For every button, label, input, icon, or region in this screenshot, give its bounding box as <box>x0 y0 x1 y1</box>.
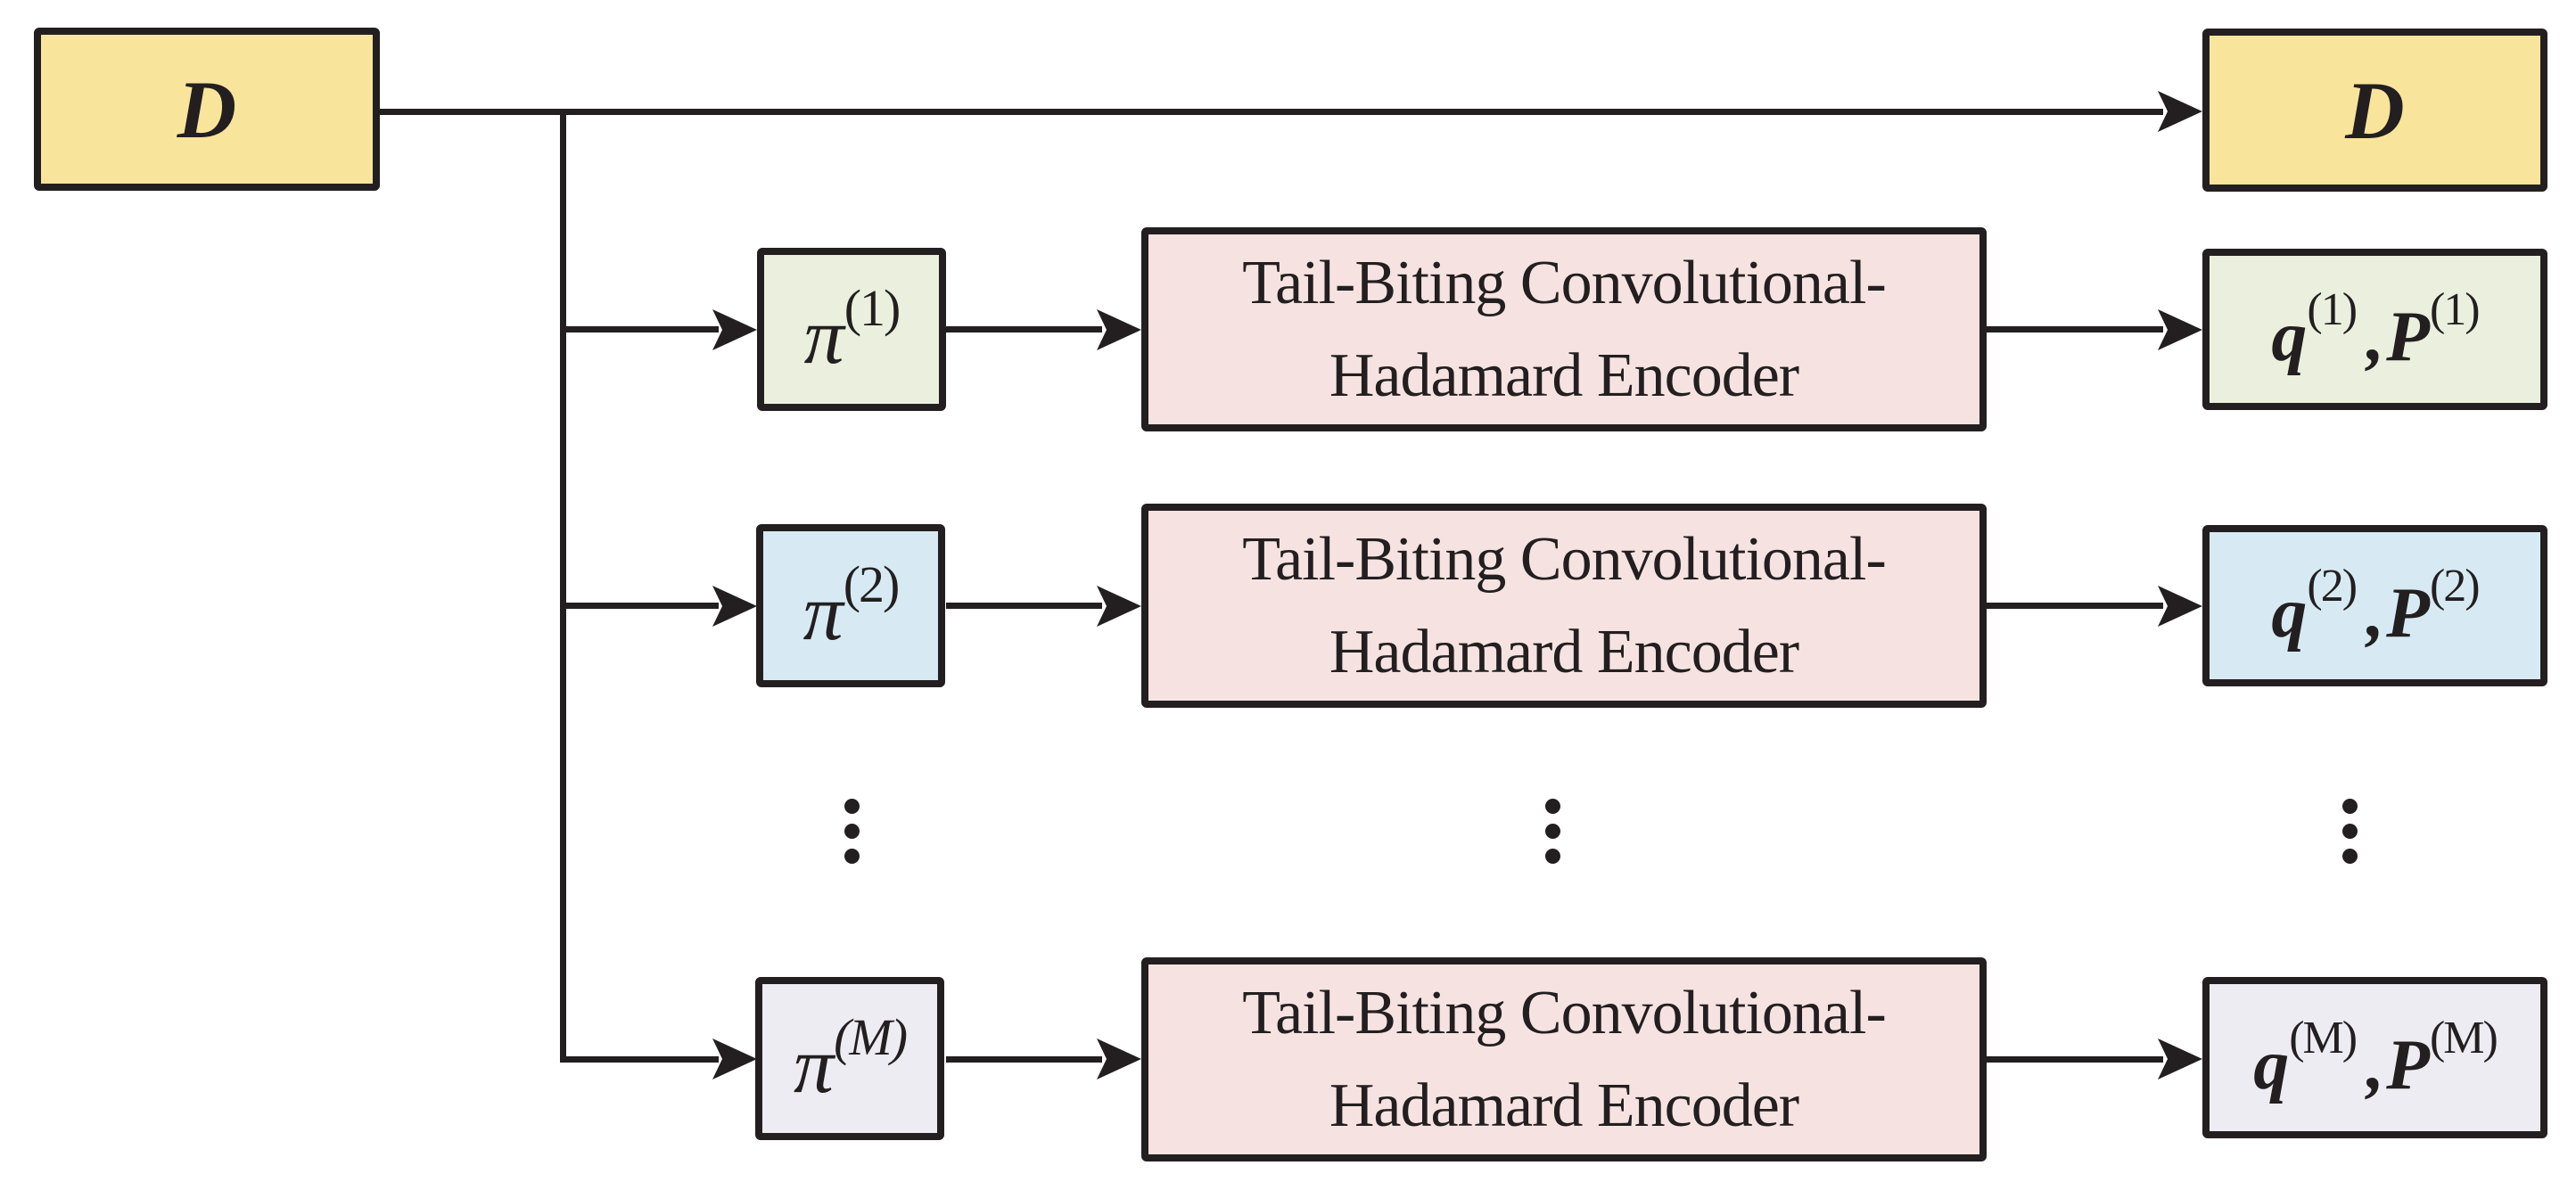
main-line <box>380 109 2163 115</box>
dot <box>2342 849 2358 864</box>
encoder-to-output-line-2 <box>1987 603 2163 609</box>
branch-arrowhead-1-icon <box>712 309 757 350</box>
output-symbols-label-M: q(M),P(M) <box>2253 1012 2498 1104</box>
dot <box>2342 824 2358 839</box>
dot <box>844 824 860 839</box>
ellipsis-output-column <box>2342 799 2358 864</box>
interleaver-to-encoder-line-M <box>946 1056 1102 1063</box>
output-data-label: D <box>2345 64 2405 156</box>
encoder-to-output-line-M <box>1987 1056 2163 1063</box>
encoder-to-output-line-1 <box>1987 326 2163 332</box>
encoder-to-output-arrowhead-M-icon <box>2158 1038 2202 1079</box>
interleaver-to-encoder-line-2 <box>946 603 1102 609</box>
input-data-block: D <box>34 28 380 191</box>
output-symbols-block-1: q(1),P(1) <box>2202 249 2547 410</box>
output-symbols-block-M: q(M),P(M) <box>2202 977 2547 1138</box>
encoder-to-output-arrowhead-2-icon <box>2158 586 2202 627</box>
output-data-block: D <box>2202 29 2547 192</box>
encoder-block-1: Tail-Biting Convolutional- Hadamard Enco… <box>1141 227 1987 431</box>
interleaver-label-2: π(2) <box>802 554 901 657</box>
encoder-block-2: Tail-Biting Convolutional- Hadamard Enco… <box>1141 504 1987 708</box>
dot <box>1545 799 1560 814</box>
interleaver-to-encoder-arrowhead-M-icon <box>1097 1038 1141 1079</box>
branch-trunk-line <box>560 109 566 1063</box>
encoder-label-M: Tail-Biting Convolutional- Hadamard Enco… <box>1242 978 1887 1140</box>
dot <box>844 849 860 864</box>
encoder-to-output-arrowhead-1-icon <box>2158 309 2202 350</box>
interleaver-label-M: π(M) <box>793 1007 908 1110</box>
ellipsis-encoder-column <box>1545 799 1560 864</box>
interleaver-to-encoder-line-1 <box>946 326 1102 332</box>
interleaver-to-encoder-arrowhead-1-icon <box>1097 309 1141 350</box>
branch-arrowhead-M-icon <box>712 1038 757 1079</box>
encoder-label-2: Tail-Biting Convolutional- Hadamard Enco… <box>1242 524 1887 686</box>
dot <box>1545 824 1560 839</box>
output-symbols-block-2: q(2),P(2) <box>2202 525 2547 686</box>
input-data-label: D <box>177 63 237 155</box>
main-arrowhead-icon <box>2158 91 2202 132</box>
interleaver-block-1: π(1) <box>757 248 946 411</box>
output-symbols-label-1: q(1),P(1) <box>2271 283 2480 376</box>
output-symbols-label-2: q(2),P(2) <box>2271 560 2480 653</box>
interleaver-label-1: π(1) <box>803 278 901 381</box>
dot <box>2342 799 2358 814</box>
dot <box>1545 849 1560 864</box>
interleaver-block-2: π(2) <box>756 524 945 687</box>
branch-arrowhead-2-icon <box>712 586 757 627</box>
encoder-label-1: Tail-Biting Convolutional- Hadamard Enco… <box>1242 248 1887 410</box>
dot <box>844 799 860 814</box>
branch-line-M <box>560 1056 719 1063</box>
branch-line-1 <box>560 326 719 332</box>
interleaver-to-encoder-arrowhead-2-icon <box>1097 586 1141 627</box>
encoder-block-M: Tail-Biting Convolutional- Hadamard Enco… <box>1141 957 1987 1161</box>
interleaver-block-M: π(M) <box>755 977 944 1140</box>
ellipsis-interleaver-column <box>844 799 860 864</box>
branch-line-2 <box>560 603 719 609</box>
